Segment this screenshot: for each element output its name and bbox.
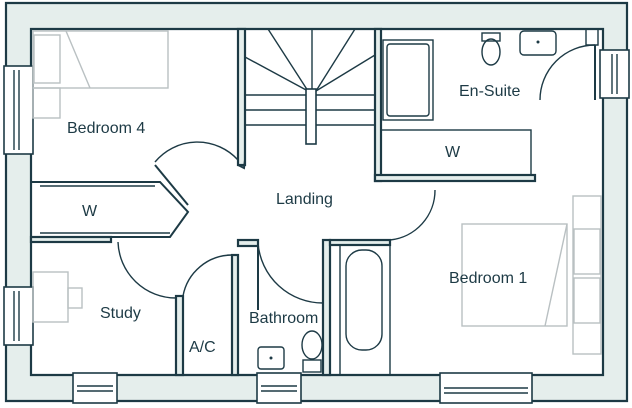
label-landing: Landing [276,191,333,208]
label-airing-cupboard: A/C [189,339,216,356]
furniture [32,30,602,355]
label-wardrobe-right: W [445,144,461,161]
windows [3,49,630,404]
ensuite-walls [373,27,599,183]
internal-walls [29,189,436,377]
label-bedroom-4: Bedroom 4 [67,120,145,137]
external-walls [4,1,629,403]
label-wardrobe-left: W [82,203,98,220]
label-bedroom-1: Bedroom 1 [449,270,527,287]
wardrobe-left-unit [31,141,239,238]
staircase[interactable] [236,27,376,170]
label-ensuite: En-Suite [459,83,520,100]
label-study: Study [100,305,141,322]
label-bathroom: Bathroom [249,310,318,327]
